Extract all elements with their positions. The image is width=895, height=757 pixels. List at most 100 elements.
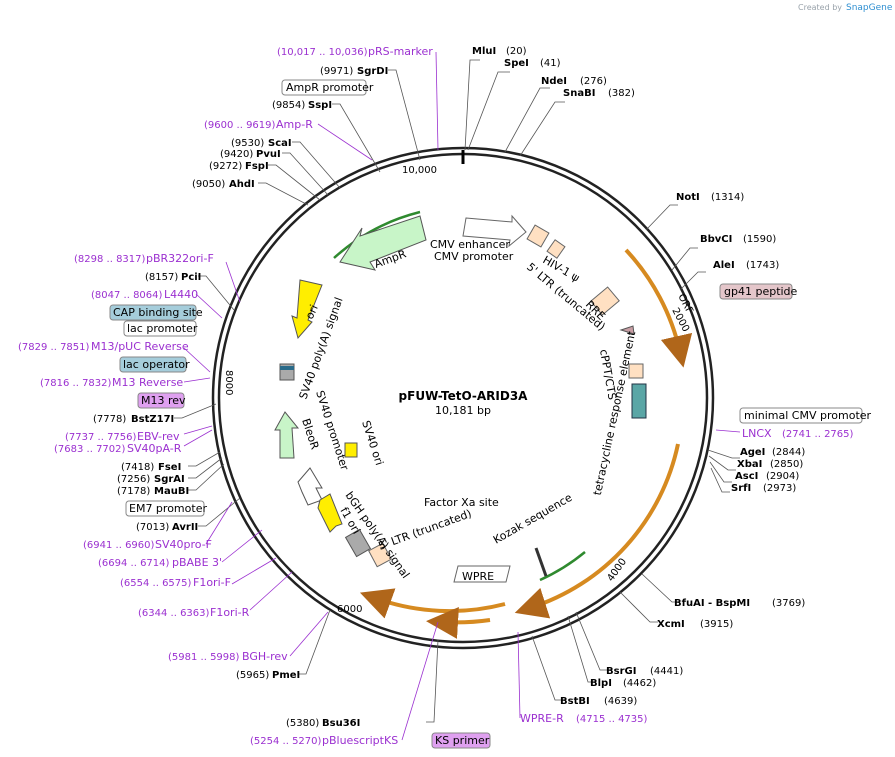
label-box: [119, 356, 187, 373]
enzyme-name[interactable]: AgeI: [740, 447, 765, 458]
enzyme-name[interactable]: SspI: [308, 100, 332, 111]
boxed-label[interactable]: CAP binding site: [113, 306, 203, 319]
feature-label: SV40 ori: [359, 419, 386, 467]
orf-arc: [359, 588, 506, 619]
green-arc: [539, 551, 586, 582]
label-box: [719, 283, 793, 300]
enzyme-name[interactable]: PvuI: [256, 149, 281, 160]
ltr3-block: [368, 542, 392, 568]
enzyme-pos: (4639): [604, 696, 637, 707]
enzyme-name[interactable]: BfuAI - BspMI: [674, 598, 750, 609]
enzyme-pos: (7256): [117, 474, 150, 485]
primer-name[interactable]: Amp-R: [276, 118, 313, 131]
enzyme-pos: (276): [580, 76, 607, 87]
primer-name[interactable]: pBluescriptKS: [322, 734, 398, 747]
enzyme-name[interactable]: XcmI: [657, 619, 685, 630]
enzyme-pos: (9050): [192, 179, 225, 190]
ori-arrow: [291, 279, 323, 340]
enzyme-name[interactable]: PmeI: [272, 670, 300, 681]
primer-range: (6554 .. 6575): [120, 578, 192, 589]
primer-name[interactable]: LNCX: [742, 427, 772, 440]
enzyme-pos: (3769): [772, 598, 805, 609]
enzyme-name[interactable]: XbaI: [737, 459, 762, 470]
primer-name[interactable]: M13/pUC Reverse: [91, 340, 189, 353]
enzyme-name[interactable]: BsrGI: [606, 666, 636, 677]
enzyme-name[interactable]: ScaI: [268, 138, 292, 149]
enzyme-name[interactable]: SrfI: [731, 483, 751, 494]
primer-range: (7829 .. 7851): [18, 342, 90, 353]
primer-name[interactable]: pBABE 3': [172, 556, 222, 569]
enzyme-pos: (7178): [117, 486, 150, 497]
primer-name[interactable]: M13 Reverse: [112, 376, 183, 389]
enzyme-name[interactable]: BbvCI: [700, 234, 732, 245]
label-box: [137, 392, 185, 409]
primer-labels: pRS-marker (10,017 .. 10,036) Amp-R (960…: [18, 45, 854, 747]
enzyme-name[interactable]: PciI: [181, 272, 201, 283]
hiv-block: [526, 224, 550, 248]
enzyme-labels: MluI (20) SpeI (41) NdeI (276) SnaBI (38…: [93, 46, 805, 729]
primer-range: (2741 .. 2765): [782, 429, 854, 440]
enzyme-pos: (5965): [236, 670, 269, 681]
enzyme-name[interactable]: AhdI: [229, 179, 255, 190]
enzyme-name[interactable]: NdeI: [541, 76, 567, 87]
enzyme-pos: (5380): [286, 718, 319, 729]
enzyme-name[interactable]: FspI: [245, 161, 269, 172]
wpre-block: [453, 565, 511, 583]
enzyme-name[interactable]: BstBI: [560, 696, 590, 707]
feature-label: WPRE: [462, 570, 494, 583]
enzyme-name[interactable]: SgrAI: [154, 474, 185, 485]
enzyme-name[interactable]: SpeI: [504, 58, 529, 69]
boxed-label[interactable]: gp41 peptide: [724, 285, 798, 298]
primer-range: (6344 .. 6363): [138, 608, 210, 619]
primer-range: (9600 .. 9619): [204, 120, 276, 131]
enzyme-name[interactable]: SgrDI: [357, 66, 388, 77]
primer-name[interactable]: EBV-rev: [137, 430, 180, 443]
enzyme-pos: (41): [540, 58, 561, 69]
cppt-block: [628, 363, 644, 379]
leader-lines: [174, 59, 740, 723]
boxed-label[interactable]: AmpR promoter: [286, 81, 374, 94]
primer-name[interactable]: SV40pA-R: [127, 442, 182, 455]
enzyme-name[interactable]: AleI: [713, 260, 735, 271]
label-box: [123, 320, 197, 337]
boxed-label[interactable]: minimal CMV promoter: [744, 409, 872, 422]
feature-label: BleoR: [299, 417, 321, 452]
primer-name[interactable]: pBR322ori-F: [146, 252, 214, 265]
enzyme-name[interactable]: MluI: [472, 46, 496, 57]
primer-name[interactable]: F1ori-R: [210, 606, 250, 619]
enzyme-pos: (1590): [743, 234, 776, 245]
enzyme-pos: (2850): [770, 459, 803, 470]
primer-range: (7816 .. 7832): [40, 378, 112, 389]
boxed-label[interactable]: lac operator: [123, 358, 190, 371]
primer-name[interactable]: BGH-rev: [242, 650, 288, 663]
primer-range: (8047 .. 8064): [91, 290, 163, 301]
label-box: [431, 732, 491, 749]
enzyme-name[interactable]: MauBI: [154, 486, 189, 497]
boxed-label[interactable]: M13 rev: [141, 394, 186, 407]
primer-range: (10,017 .. 10,036): [277, 47, 368, 58]
primer-name[interactable]: SV40pro-F: [155, 538, 212, 551]
enzyme-pos: (9971): [320, 66, 353, 77]
enzyme-name[interactable]: Bsu36I: [322, 718, 360, 729]
enzyme-name[interactable]: SnaBI: [563, 88, 595, 99]
enzyme-name[interactable]: BstZ17I: [131, 414, 174, 425]
primer-name[interactable]: pRS-marker: [368, 45, 433, 58]
primer-name[interactable]: F1ori-F: [193, 576, 231, 589]
enzyme-pos: (1743): [746, 260, 779, 271]
boxed-label[interactable]: KS primer: [435, 734, 490, 747]
enzyme-name[interactable]: NotI: [676, 192, 700, 203]
enzyme-pos: (7418): [121, 462, 154, 473]
enzyme-pos: (2904): [766, 471, 799, 482]
enzyme-name[interactable]: FseI: [158, 462, 181, 473]
primer-range: (8298 .. 8317): [74, 254, 146, 265]
primer-name[interactable]: WPRE-R: [520, 712, 564, 725]
label-box: [125, 500, 205, 517]
cmv-arrow: [462, 214, 527, 248]
feature-label: CMV promoter: [434, 250, 514, 263]
enzyme-name[interactable]: AscI: [735, 471, 758, 482]
enzyme-name[interactable]: AvrII: [172, 522, 198, 533]
boxed-label[interactable]: lac promoter: [127, 322, 198, 335]
primer-name[interactable]: L4440: [164, 288, 198, 301]
boxed-label[interactable]: EM7 promoter: [129, 502, 207, 515]
enzyme-name[interactable]: BlpI: [590, 678, 612, 689]
